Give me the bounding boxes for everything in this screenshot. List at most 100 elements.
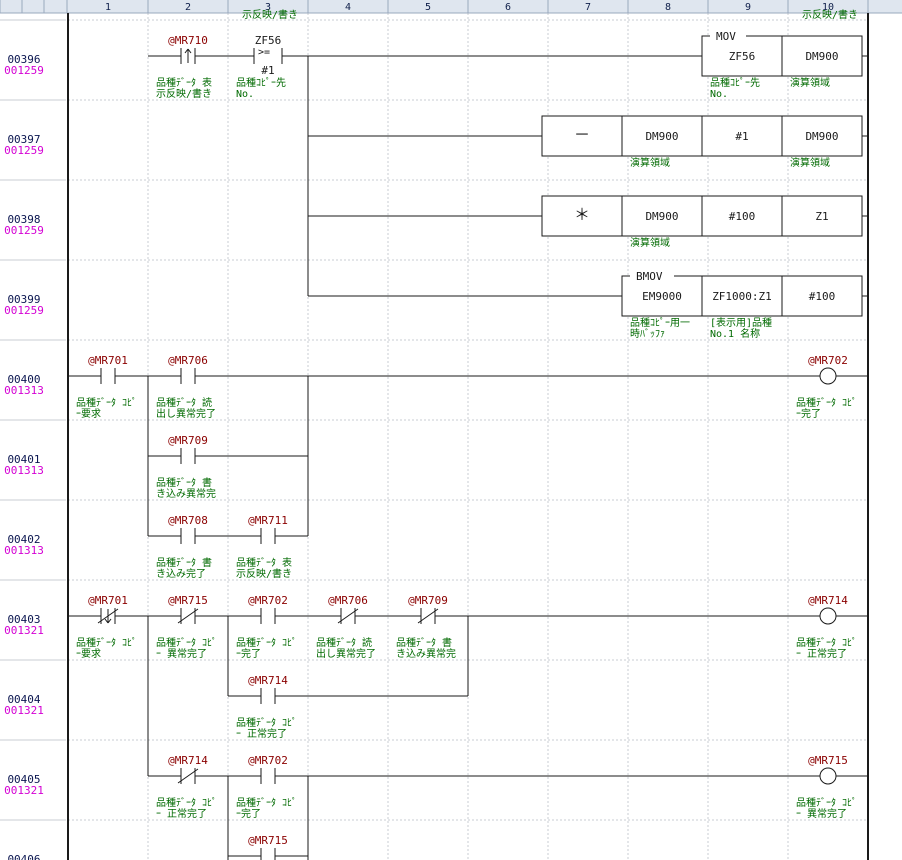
instruction-operand: #1: [735, 130, 748, 143]
instruction-name: MOV: [716, 30, 736, 43]
coil-MR715[interactable]: @MR715: [808, 754, 848, 785]
instruction-operand: ZF1000:Z1: [712, 290, 772, 303]
contact-contact_rise-MR710[interactable]: @MR710: [168, 34, 208, 64]
contact-contact_nc-MR715[interactable]: @MR715: [168, 594, 208, 624]
device-comment: 演算領域: [630, 236, 670, 249]
contact-slash: [417, 608, 439, 624]
step-number: 001259: [4, 64, 44, 77]
device-comment: 品種ﾃﾞｰﾀ ｺﾋﾟ: [796, 636, 857, 649]
rung-number: 00401: [7, 453, 40, 466]
device-comment: ｰ要求: [76, 408, 101, 420]
ladder-elements[interactable]: 示反映/書き示反映/書き@MR710品種ﾃﾞｰﾀ 表示反映/書き>=ZF56#1…: [76, 8, 868, 860]
device-comment: 品種ﾃﾞｰﾀ 書: [156, 476, 212, 489]
contact-contact_nc-MR714[interactable]: @MR714: [168, 754, 208, 784]
device-comment: ｰ 正常完了: [796, 647, 847, 660]
device-comment: 品種ﾃﾞｰﾀ ｺﾋﾟ: [76, 396, 137, 409]
device-comment: 品種ｺﾋﾟｰ先: [710, 76, 760, 89]
contact-contact_nc-MR706[interactable]: @MR706: [328, 594, 368, 624]
device-comment: き込み異常完: [396, 647, 456, 660]
contact-slash: [177, 608, 199, 624]
device-comment: 品種ﾃﾞｰﾀ ｺﾋﾟ: [236, 796, 297, 809]
device-label: @MR701: [88, 594, 128, 607]
device-comment: 品種ﾃﾞｰﾀ 読: [316, 636, 372, 649]
device-label: @MR714: [248, 674, 288, 687]
instruction-frame: [621, 275, 863, 317]
rung-number: 00396: [7, 53, 40, 66]
contact-contact_no-MR708[interactable]: @MR708: [168, 514, 208, 544]
step-number: 001259: [4, 224, 44, 237]
device-comment: 品種ﾃﾞｰﾀ 読: [156, 396, 212, 409]
device-comment: ｰ完了: [236, 647, 261, 660]
device-comment: き込み完了: [156, 567, 206, 580]
contact-contact_no-MR702[interactable]: @MR702: [248, 754, 288, 784]
instruction-operand: ZF56: [729, 50, 756, 63]
instruction-name-bg: [710, 30, 746, 42]
contact-slash: [177, 768, 199, 784]
edge-arrow-head: [184, 48, 189, 54]
column-number-5: 5: [425, 2, 431, 13]
device-comment: 品種ﾃﾞｰﾀ 書: [396, 636, 452, 649]
column-number-2: 2: [185, 2, 191, 13]
device-comment: 出し異常完了: [156, 407, 216, 420]
contact-contact_no-MR715[interactable]: @MR715: [248, 834, 288, 860]
rung-number: 00405: [7, 773, 40, 786]
edge-arrow-head: [107, 618, 112, 624]
device-label: @MR706: [168, 354, 208, 367]
device-comment: 演算領域: [630, 156, 670, 169]
step-number: 001259: [4, 304, 44, 317]
partial-comment: 示反映/書き: [242, 8, 298, 21]
device-label: @MR715: [168, 594, 208, 607]
device-label: @MR701: [88, 354, 128, 367]
rung-number: 00399: [7, 293, 40, 306]
contact-contact_nc-MR709[interactable]: @MR709: [408, 594, 448, 624]
compare-device: ZF56: [255, 34, 282, 47]
device-comment: No.1 名称: [710, 327, 760, 340]
compare-ZF56[interactable]: >=ZF56#1: [253, 34, 283, 77]
coil-MR714[interactable]: @MR714: [808, 594, 848, 625]
device-comment: 品種ﾃﾞｰﾀ ｺﾋﾟ: [76, 636, 137, 649]
device-label: @MR702: [248, 754, 288, 767]
instruction-operand: －: [574, 125, 590, 144]
contact-contact_fall-MR701[interactable]: @MR701: [88, 594, 128, 624]
partial-comment: 示反映/書き: [802, 8, 858, 21]
device-comment: ｰ 正常完了: [156, 807, 207, 820]
coil-circle: [819, 367, 837, 385]
device-comment: [表示用]品種: [710, 316, 772, 329]
device-label: @MR702: [808, 354, 848, 367]
device-comment: 示反映/書き: [156, 87, 212, 100]
device-comment: ｰ完了: [236, 807, 261, 820]
contact-contact_no-MR701[interactable]: @MR701: [88, 354, 128, 384]
device-label: @MR714: [808, 594, 848, 607]
ladder-wires: [67, 13, 869, 860]
instruction-operand: ＊: [574, 205, 590, 224]
step-number: 001321: [4, 704, 44, 717]
contact-slash: [337, 608, 359, 624]
device-comment: 演算領域: [790, 76, 830, 89]
device-comment: 品種ﾃﾞｰﾀ ｺﾋﾟ: [236, 636, 297, 649]
device-comment: ｰ 異常完了: [796, 807, 847, 820]
contact-contact_no-MR702[interactable]: @MR702: [248, 594, 288, 624]
edge-arrow-head: [104, 618, 109, 624]
contact-contact_no-MR711[interactable]: @MR711: [248, 514, 288, 544]
rung-number: 00397: [7, 133, 40, 146]
device-label: @MR711: [248, 514, 288, 527]
instruction-operand: DM900: [805, 50, 838, 63]
coil-MR702[interactable]: @MR702: [808, 354, 848, 385]
contact-contact_no-MR709[interactable]: @MR709: [168, 434, 208, 464]
device-comment: 品種ｺﾋﾟｰ用一: [630, 316, 690, 329]
device-label: @MR702: [248, 594, 288, 607]
step-number: 001321: [4, 624, 44, 637]
contact-contact_no-MR714[interactable]: @MR714: [248, 674, 288, 704]
instruction-operand: DM900: [805, 130, 838, 143]
column-number-9: 9: [745, 2, 751, 13]
device-comment: ｰ要求: [76, 648, 101, 660]
instruction-box-MOV[interactable]: ZF56 DM900 MOV: [701, 30, 868, 77]
rung-number-column: 0039600125900397001259003980012590039900…: [4, 53, 44, 860]
device-label: @MR709: [408, 594, 448, 607]
contact-contact_no-MR706[interactable]: @MR706: [168, 354, 208, 384]
